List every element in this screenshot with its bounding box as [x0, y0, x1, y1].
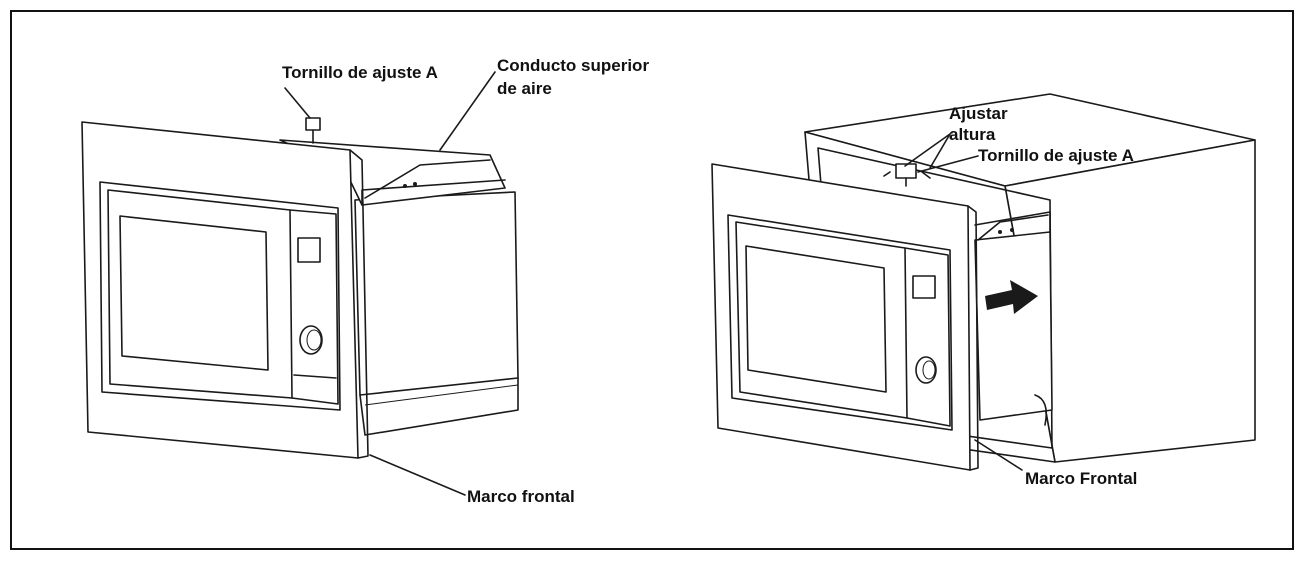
right-cable	[1034, 394, 1048, 426]
right-screw-leader	[917, 155, 979, 173]
right-door	[727, 214, 953, 431]
air-duct-label-line1: Conducto superior	[497, 56, 650, 75]
right-window	[745, 245, 887, 393]
right-display	[912, 275, 936, 299]
right-microwave-body	[974, 231, 1053, 421]
right-duct-bolt	[1010, 228, 1014, 232]
adjust-height-label-line1: Ajustar	[949, 104, 1008, 123]
left-frame-side	[349, 149, 369, 459]
left-door	[99, 181, 341, 411]
left-duct-bolt	[403, 184, 407, 188]
right-duct-bracket	[977, 214, 1049, 241]
left-duct-leader	[439, 71, 496, 151]
right-frame-leader	[974, 439, 1023, 471]
right-duct-bolt	[998, 230, 1002, 234]
left-panel-line	[293, 374, 337, 379]
left-cabinet-bottom	[359, 377, 519, 436]
left-cabinet-edge	[364, 384, 519, 406]
insert-arrow-icon	[985, 280, 1038, 314]
left-microwave-assembly	[81, 71, 519, 496]
left-screw-leader	[284, 87, 311, 119]
left-cabinet-body	[354, 191, 519, 396]
right-frame-side	[967, 205, 979, 471]
left-display	[297, 237, 321, 263]
left-screw-head	[305, 117, 321, 131]
left-duct-bolt	[413, 182, 417, 186]
adjust-height-label-line2: altura	[949, 125, 996, 144]
left-frame-label: Marco frontal	[467, 487, 575, 506]
left-frame-leader	[369, 454, 466, 496]
left-knob	[299, 325, 323, 355]
right-duct-top	[974, 211, 1051, 233]
right-adjust-leader-2	[929, 133, 951, 169]
left-knob-inner	[306, 329, 322, 351]
left-air-duct-bracket	[364, 159, 491, 199]
left-control-panel	[289, 209, 339, 405]
right-control-panel	[904, 247, 951, 427]
air-duct-label-line2: de aire	[497, 79, 552, 98]
right-cabinet-assembly	[711, 93, 1256, 471]
right-knob	[915, 356, 937, 384]
right-frame-label: Marco Frontal	[1025, 469, 1138, 488]
right-adjust-leader	[904, 133, 951, 167]
right-knob-inner	[922, 360, 936, 380]
left-window	[119, 215, 269, 371]
right-screw-arrows	[883, 171, 931, 179]
left-screw-label: Tornillo de ajuste A	[282, 63, 438, 82]
right-screw-label: Tornillo de ajuste A	[978, 146, 1134, 165]
